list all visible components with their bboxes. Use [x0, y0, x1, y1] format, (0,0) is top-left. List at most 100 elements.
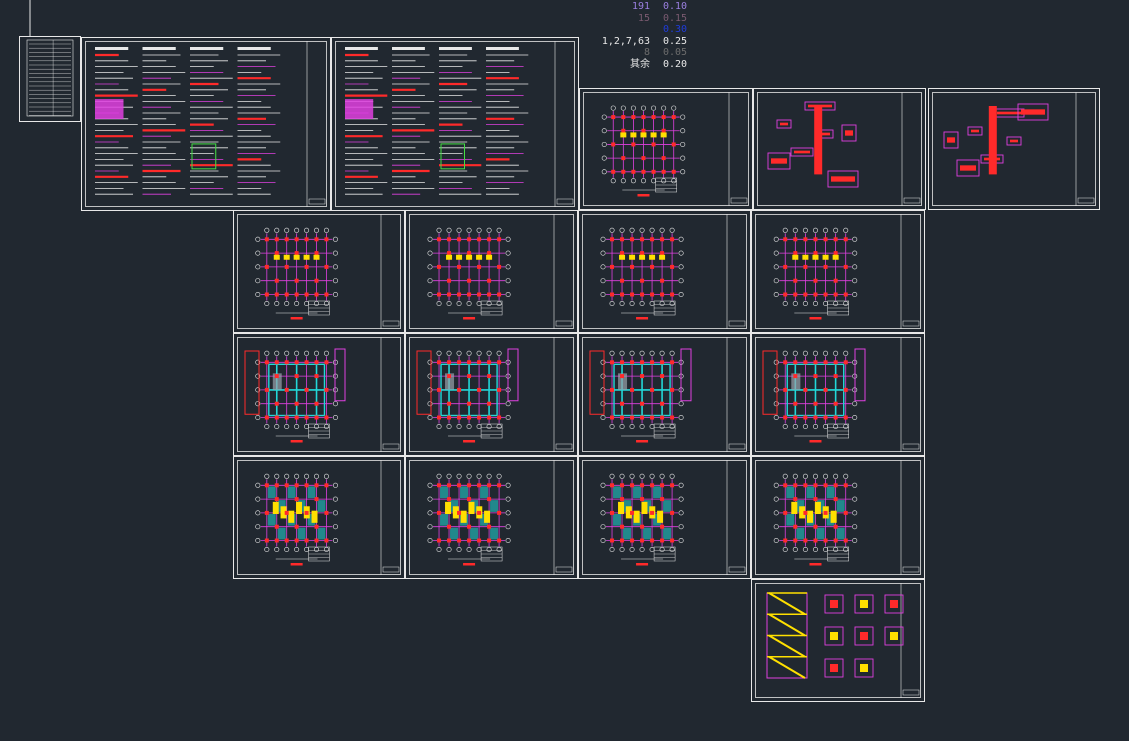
axis-bubble [486, 473, 492, 479]
column [843, 387, 848, 392]
column [457, 538, 462, 543]
sheet-frame [19, 36, 81, 122]
slab-panel [613, 486, 622, 499]
column [611, 115, 616, 120]
sheet-index[interactable] [19, 36, 81, 122]
column [783, 237, 788, 242]
column [793, 538, 798, 543]
axis-bubble [600, 482, 606, 488]
axis-bubble [456, 423, 462, 429]
sheet-border [755, 214, 921, 329]
column [611, 142, 616, 147]
column [640, 237, 645, 242]
axis-bubble [843, 423, 849, 429]
sheet-slab-plan-roof[interactable] [751, 456, 925, 579]
column [813, 483, 818, 488]
sheet-beam-plan-1[interactable] [233, 333, 405, 456]
column [640, 538, 645, 543]
scale-mark [809, 317, 822, 320]
column [304, 264, 309, 269]
column [324, 292, 329, 297]
column [650, 387, 655, 392]
sheet-notes-2[interactable] [331, 37, 579, 211]
axis-bubble [264, 350, 270, 356]
axis-bubble [255, 264, 261, 270]
sheet-frame [579, 88, 753, 210]
column [631, 115, 636, 120]
axis-bubble [323, 546, 329, 552]
title-block [555, 320, 573, 327]
sheet-column-plan-2[interactable] [405, 210, 578, 333]
opening-hatch [272, 373, 282, 390]
column [487, 524, 492, 529]
sheet-beam-plan-2[interactable] [405, 333, 578, 456]
detail-fill [771, 158, 787, 164]
column [823, 510, 828, 515]
column [640, 360, 645, 365]
column [793, 374, 798, 379]
sheet-pile-cap-details[interactable] [928, 88, 1100, 210]
axis-bubble [792, 227, 798, 233]
axis-bubble [630, 105, 636, 111]
sheet-beam-plan-roof[interactable] [751, 333, 925, 456]
column [274, 483, 279, 488]
opening-hatch [618, 373, 628, 390]
axis-bubble [456, 300, 462, 306]
axis-bubble [446, 227, 452, 233]
axis-bubble [600, 510, 606, 516]
sheet-frame [751, 456, 925, 579]
sheet-column-plan-1[interactable] [233, 210, 405, 333]
column [304, 510, 309, 515]
detail-outline [943, 131, 959, 149]
column [793, 415, 798, 420]
sheet-pile-plan[interactable] [579, 88, 753, 210]
column [314, 497, 319, 502]
axis-bubble [773, 496, 779, 502]
title-block [382, 320, 400, 327]
sheet-column-plan-3[interactable] [578, 210, 751, 333]
axis-bubble [812, 350, 818, 356]
axis-bubble [629, 473, 635, 479]
section-detail [416, 350, 432, 415]
axis-bubble [314, 227, 320, 233]
column [264, 264, 269, 269]
axis-bubble [284, 300, 290, 306]
slab-panel [796, 500, 805, 512]
sheet-slab-plan-3[interactable] [578, 456, 751, 579]
axis-bubble [304, 546, 310, 552]
column [324, 360, 329, 365]
axis-bubble [486, 350, 492, 356]
column [497, 415, 502, 420]
section-detail [680, 348, 692, 402]
sheet-column-plan-4[interactable] [751, 210, 925, 333]
sheet-border [85, 41, 327, 207]
sheet-beam-plan-3[interactable] [578, 333, 751, 456]
column [497, 360, 502, 365]
column [487, 497, 492, 502]
sheet-stair-details[interactable] [751, 579, 925, 702]
axis-bubble [255, 250, 261, 256]
scale-mark [290, 317, 303, 320]
column [274, 538, 279, 543]
axis-bubble [427, 482, 433, 488]
slab-rebar [445, 501, 452, 515]
column [670, 538, 675, 543]
column [661, 115, 666, 120]
stair-section-fill [860, 632, 868, 640]
axis-bubble [436, 350, 442, 356]
column [650, 415, 655, 420]
sheet-foundation-detail[interactable] [753, 88, 926, 210]
sheet-slab-plan-1[interactable] [233, 456, 405, 579]
column [497, 237, 502, 242]
column [611, 169, 616, 174]
column [610, 237, 615, 242]
sheet-notes-1[interactable] [81, 37, 331, 211]
axis-bubble [678, 250, 684, 256]
axis-bubble [466, 423, 472, 429]
sheet-slab-plan-2[interactable] [405, 456, 578, 579]
column [324, 510, 329, 515]
column [447, 415, 452, 420]
axis-bubble [456, 227, 462, 233]
axis-bubble [505, 236, 511, 242]
